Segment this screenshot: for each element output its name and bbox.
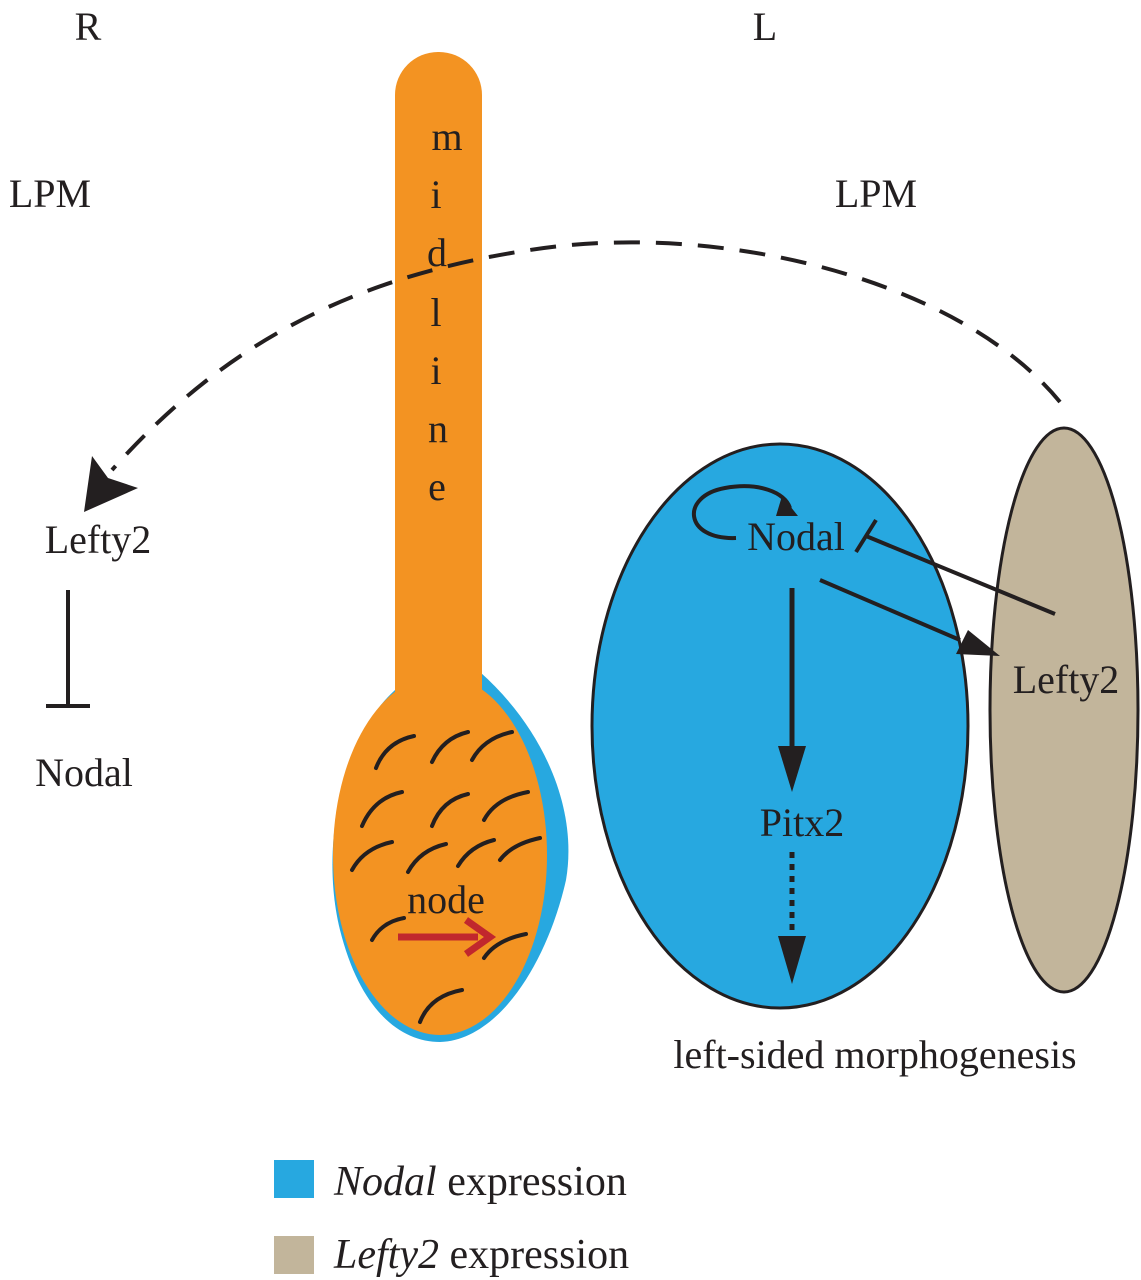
- left-lpm-lefty2-expression: [988, 426, 1140, 994]
- midline-letter: n: [428, 406, 448, 451]
- right-nodal-label: Nodal: [35, 750, 133, 795]
- left-lpm-nodal-expression: [590, 442, 970, 1010]
- midline-letter: d: [427, 230, 447, 275]
- legend-entry-lefty2: Lefty2 expression: [333, 1232, 629, 1278]
- midline-letter: e: [428, 464, 446, 509]
- right-inhibition-bar: [46, 590, 90, 708]
- left-nodal-label: Nodal: [747, 514, 845, 559]
- midline-letter: i: [430, 348, 441, 393]
- lefty2-inhibits-nodal: [854, 518, 1056, 616]
- legend: Nodal expression Lefty2 expression: [274, 1159, 629, 1278]
- right-side-label: R: [75, 4, 102, 49]
- left-lpm-label: LPM: [835, 171, 917, 216]
- long-range-signal-arrowhead: [84, 456, 138, 512]
- right-lefty2-label: Lefty2: [45, 517, 152, 562]
- pitx2-to-morphogenesis-arrowhead: [778, 936, 806, 984]
- midline-letter: i: [430, 172, 441, 217]
- nodal-flow-arrow: [398, 917, 497, 957]
- node-cilia: [350, 730, 542, 1024]
- legend-nodal-text: expression: [437, 1159, 627, 1205]
- midline-letter: m: [431, 114, 462, 159]
- nodal-activates-pitx2-arrowhead: [778, 746, 806, 792]
- node: [333, 675, 547, 1035]
- right-lpm-label: LPM: [9, 171, 91, 216]
- legend-swatch-lefty2: [274, 1236, 314, 1274]
- node-label: node: [407, 877, 485, 922]
- legend-lefty2-gene: Lefty2: [333, 1232, 439, 1278]
- legend-entry-nodal: Nodal expression: [333, 1159, 627, 1205]
- pitx2-label: Pitx2: [760, 800, 844, 845]
- midline-label: m i d l i n e: [427, 114, 463, 509]
- left-lefty2-label: Lefty2: [1013, 657, 1120, 702]
- legend-nodal-gene: Nodal: [333, 1159, 437, 1205]
- long-range-signal-dashed-arc: [110, 240, 1062, 472]
- nodal-activates-lefty2: [819, 578, 961, 642]
- nodal-autoregulation-loop: [692, 484, 792, 541]
- legend-lefty2-text: expression: [439, 1232, 629, 1278]
- midline-letter: l: [430, 290, 441, 335]
- morphogenesis-label: left-sided morphogenesis: [673, 1032, 1076, 1077]
- nodal-activates-lefty2-arrowhead: [956, 630, 1000, 656]
- midline-notochord: [395, 52, 482, 792]
- legend-swatch-nodal: [274, 1160, 314, 1198]
- left-side-label: L: [753, 4, 777, 49]
- nodal-autoregulation-arrowhead: [776, 496, 798, 516]
